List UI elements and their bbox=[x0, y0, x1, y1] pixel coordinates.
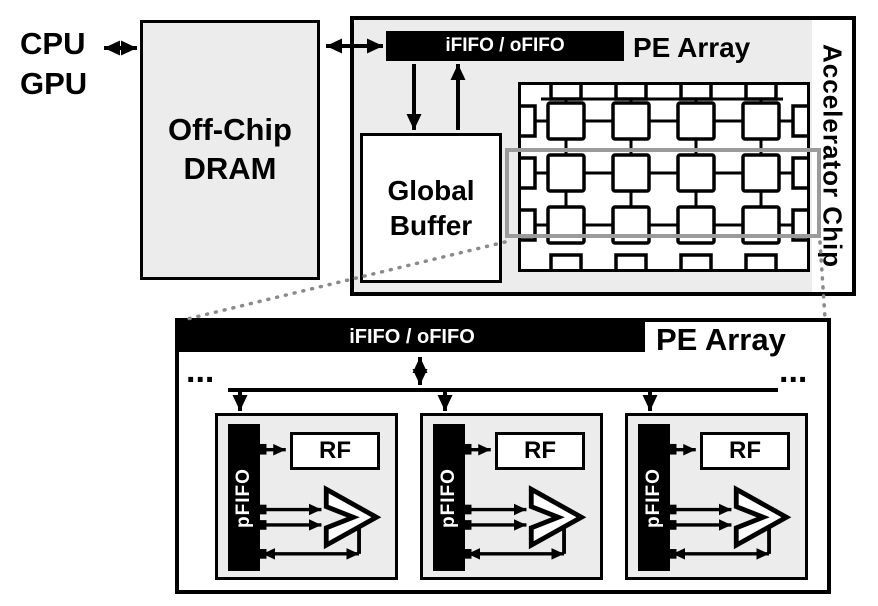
rf-label: RF bbox=[729, 437, 761, 464]
pe-internal-wiring bbox=[461, 443, 587, 560]
chip-fifo-label: iFIFO / oFIFO bbox=[445, 35, 565, 56]
pfifo-label: pFIFO bbox=[233, 467, 254, 528]
global-buffer-box: Global Buffer bbox=[360, 133, 502, 283]
pe-internal-wiring bbox=[256, 443, 382, 560]
pfifo-bar: pFIFO bbox=[228, 424, 260, 571]
pfifo-bar: pFIFO bbox=[433, 424, 465, 571]
detail-pe-array-label: PE Array bbox=[656, 322, 786, 357]
pfifo-label: pFIFO bbox=[438, 467, 459, 528]
pe-array-box bbox=[518, 82, 810, 272]
rf-label: RF bbox=[319, 437, 351, 464]
rf-box: RF bbox=[290, 432, 380, 470]
global-buffer-label-line1: Global bbox=[387, 175, 475, 206]
pfifo-bar: pFIFO bbox=[638, 424, 670, 571]
ellipsis-right: ... bbox=[779, 352, 808, 390]
chip-fifo-bar: iFIFO / oFIFO bbox=[386, 31, 624, 61]
pe-grid bbox=[521, 85, 807, 269]
detail-fifo-bar: iFIFO / oFIFO bbox=[179, 322, 645, 352]
dram-label-line2: DRAM bbox=[183, 151, 277, 186]
accelerator-chip-title: Accelerator Chip bbox=[817, 43, 848, 269]
alu-chevron-icon bbox=[733, 485, 792, 550]
ellipsis-left: ... bbox=[186, 352, 215, 390]
pe-internal-wiring bbox=[666, 443, 792, 560]
detail-fifo-label: iFIFO / oFIFO bbox=[349, 325, 475, 348]
gpu-label: GPU bbox=[20, 66, 88, 101]
pe-edge-stubs bbox=[521, 85, 807, 269]
chip-pe-array-label: PE Array bbox=[633, 32, 751, 63]
pe-unit: pFIFO RF bbox=[420, 413, 603, 580]
pe-row-highlight bbox=[505, 148, 821, 238]
pfifo-ports bbox=[666, 443, 677, 559]
rf-box: RF bbox=[700, 432, 790, 470]
alu-chevron-icon bbox=[323, 485, 382, 550]
offchip-dram-box: Off-Chip DRAM bbox=[140, 20, 320, 280]
pe-data-arrows bbox=[672, 443, 771, 560]
pe-unit: pFIFO RF bbox=[215, 413, 398, 580]
dram-label-line1: Off-Chip bbox=[168, 112, 292, 148]
global-buffer-label-line2: Buffer bbox=[389, 210, 473, 241]
pfifo-ports bbox=[461, 443, 472, 559]
cpu-label: CPU bbox=[20, 26, 86, 61]
rf-label: RF bbox=[524, 437, 556, 464]
pfifo-label: pFIFO bbox=[643, 467, 664, 528]
alu-chevron-icon bbox=[528, 485, 587, 550]
rf-box: RF bbox=[495, 432, 585, 470]
pfifo-ports bbox=[256, 443, 267, 559]
pe-cells bbox=[546, 101, 781, 245]
pe-unit: pFIFO RF bbox=[625, 413, 808, 580]
